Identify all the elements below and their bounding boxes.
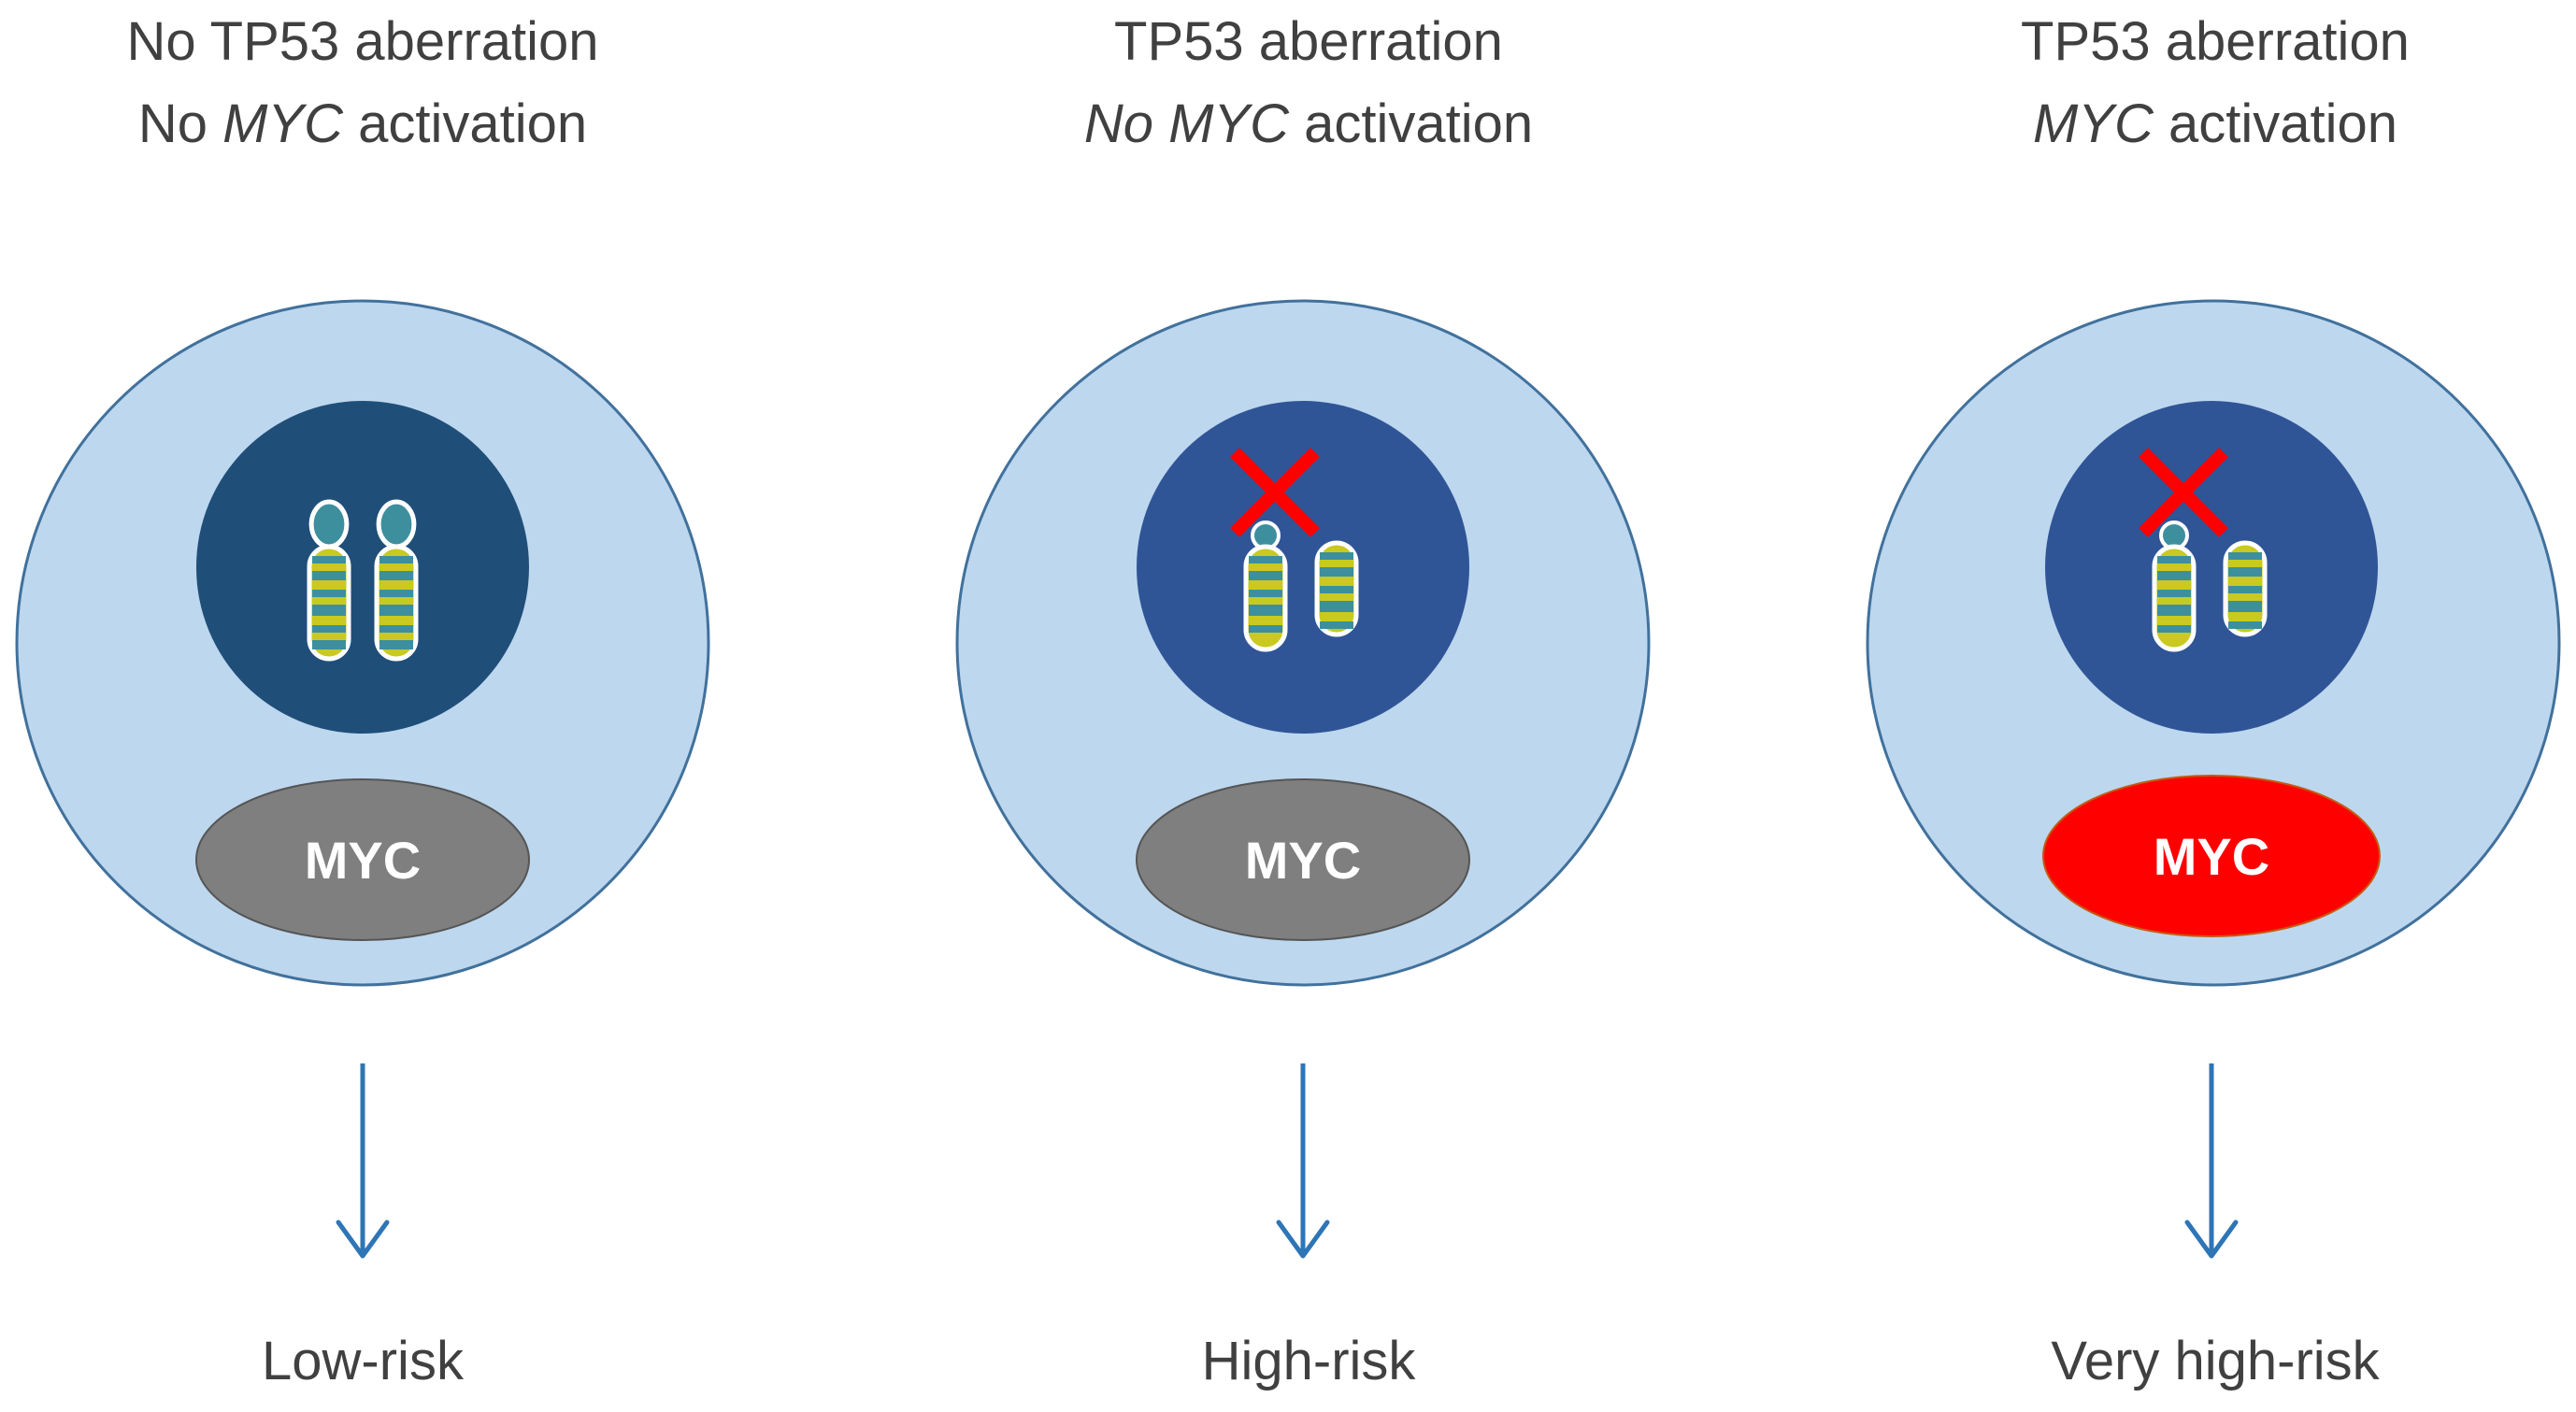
myc-oncogene xyxy=(195,778,530,941)
chromosome xyxy=(1314,540,1359,637)
panel-title-line-1: TP53 aberration xyxy=(1860,9,2570,75)
risk-outcome: High-risk xyxy=(1201,1331,1416,1391)
chromosome-pair xyxy=(2152,521,2268,652)
chromosome-pair xyxy=(1243,521,1359,652)
title-text-run: activation xyxy=(343,93,588,154)
panel-title-line-2: No MYC activation xyxy=(0,92,725,157)
myc-oncogene xyxy=(1136,778,1470,941)
panel-title-line-2: MYC activation xyxy=(1860,92,2570,157)
nucleus xyxy=(196,401,529,734)
title-text-run: MYC xyxy=(2032,93,2154,154)
panel-very-high-risk: TP53 aberration MYC activation MYC Very … xyxy=(1860,0,2570,1412)
risk-outcome: Low-risk xyxy=(262,1331,464,1391)
title-text-run: No TP53 aberration xyxy=(126,11,599,72)
title-text-run: No MYC xyxy=(1083,93,1289,154)
panel-low-risk: No TP53 aberration No MYC activation MYC… xyxy=(0,0,725,1412)
panel-title-line-1: No TP53 aberration xyxy=(0,9,725,75)
myc-oncogene xyxy=(2042,775,2381,937)
down-arrow-icon xyxy=(336,1063,390,1259)
arrow-head xyxy=(2184,1219,2239,1259)
chromosome xyxy=(1243,544,1288,652)
tp53-deletion-cross-icon xyxy=(2139,448,2228,537)
arrow-head xyxy=(336,1219,390,1259)
panel-high-risk: TP53 aberration No MYC activation MYC Hi… xyxy=(953,0,1664,1412)
panel-title-line-1: TP53 aberration xyxy=(953,9,1664,75)
title-text-run: TP53 aberration xyxy=(1114,11,1503,72)
arrow-head xyxy=(1276,1219,1330,1259)
myc-label: MYC xyxy=(2154,827,2269,886)
nucleus xyxy=(1137,401,1469,734)
down-arrow-icon xyxy=(2184,1063,2239,1259)
panel-title-line-2: No MYC activation xyxy=(953,92,1664,157)
cell-diagram: MYC xyxy=(15,299,710,1259)
title-text-run: No xyxy=(137,93,223,154)
myc-label: MYC xyxy=(305,831,421,890)
title-text-run: MYC xyxy=(222,93,343,154)
chromosome-pair xyxy=(307,499,419,662)
nucleus xyxy=(2045,401,2378,734)
title-text-run: activation xyxy=(1289,93,1534,154)
risk-outcome: Very high-risk xyxy=(2051,1331,2380,1391)
cell-diagram: MYC xyxy=(955,299,1651,1259)
chromosome xyxy=(307,499,351,662)
myc-label: MYC xyxy=(1245,831,1361,890)
down-arrow-icon xyxy=(1276,1063,1330,1259)
chromosome xyxy=(374,499,419,662)
chromosome xyxy=(2152,544,2197,652)
title-text-run: activation xyxy=(2153,93,2398,154)
title-text-run: TP53 aberration xyxy=(2021,11,2410,72)
cell-diagram: MYC xyxy=(1866,299,2561,1259)
chromosome xyxy=(2223,540,2268,637)
tp53-deletion-cross-icon xyxy=(1230,448,1320,537)
